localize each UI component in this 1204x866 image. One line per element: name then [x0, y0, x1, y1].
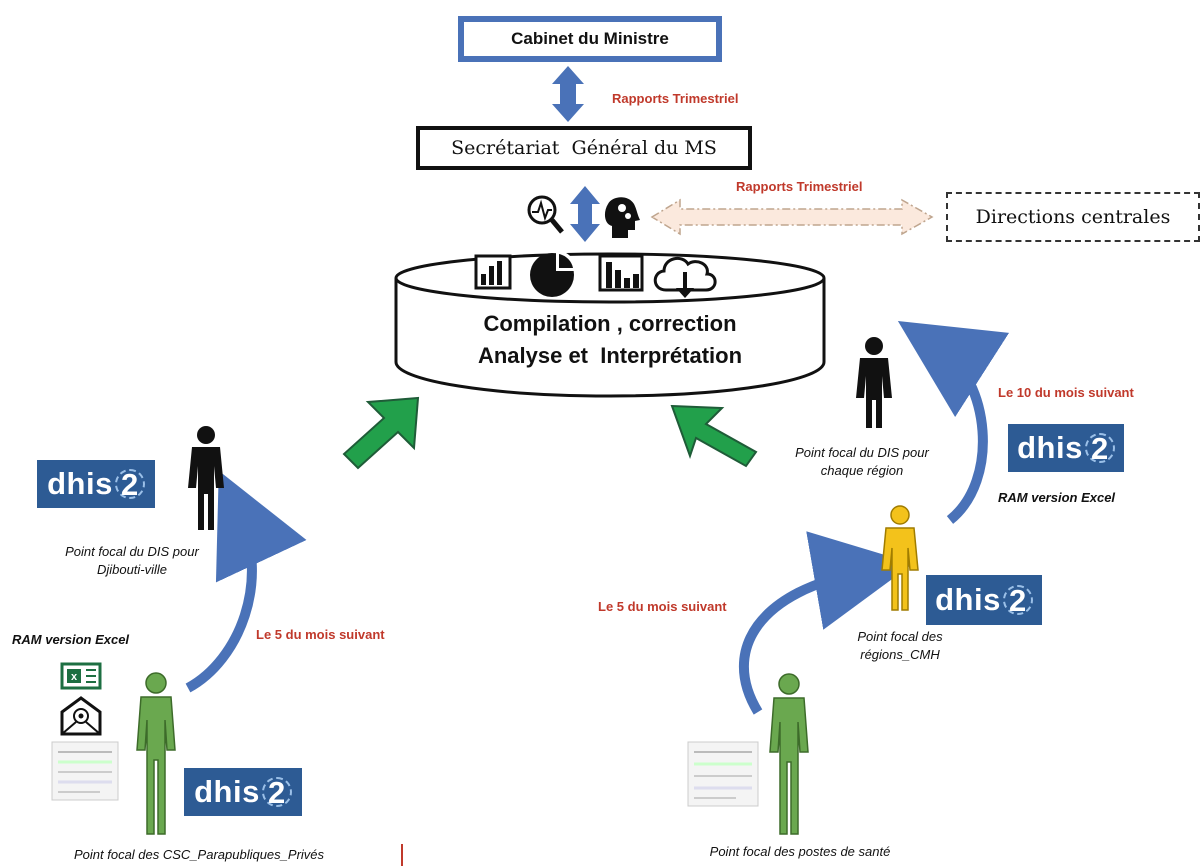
- dhis2-logo-number: 2: [261, 777, 292, 808]
- email-icon: [60, 696, 102, 736]
- central-line-1: Compilation , correction: [483, 311, 737, 336]
- dhis2-logo-text: dhis: [47, 466, 113, 501]
- svg-text:x: x: [71, 671, 78, 683]
- dhis2-logo-text: dhis: [1017, 430, 1083, 465]
- directions-centrales-box: Directions centrales: [946, 192, 1200, 242]
- dis-djibouti-caption: Point focal du DIS pour Djibouti-ville: [22, 543, 242, 578]
- regions-caption-1: Point focal des: [857, 629, 943, 644]
- rapports-trimestriel-top: Rapports Trimestriel: [612, 91, 739, 106]
- cloud-download-icon: [653, 256, 717, 298]
- ram-excel-left: RAM version Excel: [12, 632, 130, 647]
- excel-icon: x: [60, 662, 102, 690]
- le5-right-label: Le 5 du mois suivant: [598, 599, 727, 614]
- dis-region-caption-1: Point focal du DIS pour: [795, 445, 929, 460]
- bar-chart-icon: [474, 254, 512, 290]
- ram-excel-right: RAM version Excel: [998, 490, 1116, 505]
- directions-label: Directions centrales: [975, 206, 1171, 228]
- regions-cmh-caption: Point focal des régions_CMH: [800, 628, 1000, 663]
- person-regions-cmh: [881, 505, 919, 611]
- curve-arrow-left: [185, 470, 307, 693]
- curve-arrow-right-bottom: [738, 531, 914, 715]
- dis-djibouti-caption-1: Point focal du DIS pour: [65, 544, 199, 559]
- pie-chart-icon: [530, 250, 577, 297]
- green-arrow-left: [342, 396, 420, 470]
- le10-label: Le 10 du mois suivant: [998, 385, 1134, 400]
- dis-djibouti-caption-2: Djibouti-ville: [96, 561, 168, 577]
- regions-caption-2: régions_CMH: [860, 646, 940, 662]
- person-postes: [769, 673, 809, 835]
- green-arrow-right: [670, 404, 758, 468]
- person-dis-djibouti: [188, 426, 224, 530]
- analytics-search-icon: [527, 195, 564, 234]
- cabinet-ministre-box: Cabinet du Ministre: [458, 16, 722, 62]
- le5-left-label: Le 5 du mois suivant: [256, 627, 385, 642]
- double-arrow-cabinet-sg: [552, 66, 584, 122]
- curve-arrow-right-top: [897, 320, 1010, 524]
- dis-region-caption-2: chaque région: [820, 462, 904, 478]
- rapports-trimestriel-directions: Rapports Trimestriel: [736, 179, 863, 194]
- postes-caption: Point focal des postes de santé: [709, 844, 891, 859]
- central-process-text: Compilation , correction Analyse et Inte…: [400, 308, 820, 372]
- head-gears-icon: [604, 197, 640, 238]
- csc-caption: Point focal des CSC_Parapubliques_Privés: [73, 847, 325, 862]
- dhis2-logo-number: 2: [114, 469, 145, 500]
- secretariat-general-box: Secrétariat Général du MS: [416, 126, 752, 170]
- form-document-icon: [51, 741, 119, 801]
- central-line-2: Analyse et Interprétation: [477, 342, 743, 368]
- dhis2-logo-text: dhis: [935, 582, 1001, 617]
- dhis2-logo-number: 2: [1084, 433, 1115, 464]
- double-arrow-directions: [650, 198, 934, 236]
- column-chart-icon: [598, 254, 644, 292]
- person-dis-region: [856, 337, 892, 428]
- person-csc: [136, 672, 176, 835]
- dis-region-caption: Point focal du DIS pour chaque région: [752, 444, 972, 479]
- form-document-icon-right: [687, 741, 759, 807]
- secretariat-label: Secrétariat Général du MS: [451, 137, 717, 159]
- cabinet-label: Cabinet du Ministre: [511, 29, 669, 48]
- dhis2-logo-text: dhis: [194, 774, 260, 809]
- dhis2-logo-number: 2: [1002, 585, 1033, 616]
- double-arrow-sg-central: [570, 186, 600, 242]
